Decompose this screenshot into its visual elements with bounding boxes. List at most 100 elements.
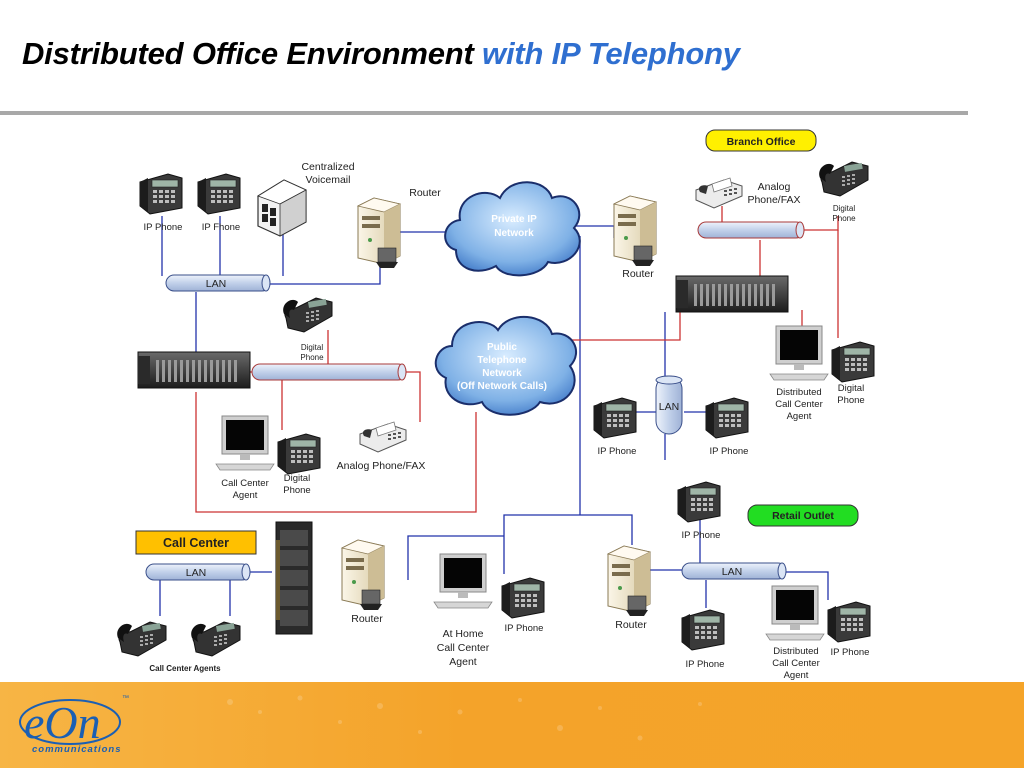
cloud-label-line: (Off Network Calls) [457, 381, 547, 392]
footer-band: eOn ™ communications [0, 682, 1024, 768]
digital-phone-label-line: Digital [833, 204, 855, 213]
cloud-label-line: Network [494, 228, 534, 239]
router-icon [341, 539, 385, 611]
computer-icon [769, 325, 829, 381]
ip-phone-icon [139, 173, 183, 215]
digital-phone-label-line: Phone [832, 214, 856, 223]
lan-label: LAN [659, 401, 679, 413]
call-center-label: Call Center [163, 536, 229, 550]
router-label: Router [351, 613, 383, 625]
phone-system-icon [675, 275, 789, 313]
agent-label-line: Agent [787, 411, 812, 422]
agent-label-line: Call Center [772, 658, 820, 669]
branch-office-badge: Branch Office [705, 129, 817, 152]
ip-phone-label: IP Phone [710, 446, 749, 457]
eon-logo: eOn ™ communications [19, 695, 129, 755]
digital-phone-icon [277, 433, 321, 475]
voicemail-label-line: Voicemail [306, 174, 351, 186]
private-ip-cloud: Private IP Network [444, 181, 581, 277]
computer-icon [215, 415, 275, 471]
footer-art: eOn ™ communications [19, 695, 702, 755]
cloud-label-line: Telephone [477, 355, 527, 366]
ip-phone-icon [705, 397, 749, 439]
lan-label: LAN [206, 278, 226, 290]
lan-label: LAN [722, 566, 742, 578]
lan-pipe-retail: LAN [681, 562, 787, 580]
red-links [195, 206, 839, 513]
home-agent-label-line: At Home [443, 628, 484, 640]
title-accent: with IP Telephony [482, 36, 740, 71]
ip-phone-label: IP Phone [144, 222, 183, 233]
digital-phone-icon [282, 297, 333, 333]
digital-phone-icon [831, 341, 875, 383]
ip-phone-icon [681, 609, 725, 651]
home-agent-label-line: Call Center [437, 642, 490, 654]
ip-phone-label: IP Phone [686, 659, 725, 670]
digital-phone-icon [818, 161, 869, 197]
ip-phone-icon [827, 601, 871, 643]
branch-office-label: Branch Office [727, 136, 796, 148]
ip-phone-icon [677, 481, 721, 523]
agent-label-line: Agent [233, 490, 258, 501]
router-icon [613, 195, 657, 267]
phone-system-icon [137, 351, 251, 389]
cloud-label-line: Network [482, 368, 522, 379]
lan-label: LAN [186, 567, 206, 579]
logo-brand: eOn [24, 697, 101, 748]
fax-icon [695, 177, 743, 209]
ip-phone-label: IP Fhone [202, 222, 240, 233]
logo-tagline: communications [32, 744, 122, 755]
home-agent-label-line: Agent [449, 656, 477, 668]
router-label: Router [615, 619, 647, 631]
lan-pipe-branch: LAN [655, 375, 683, 435]
fax-label-line: Analog [758, 181, 791, 193]
cloud-label-line: Private IP [491, 214, 537, 225]
digital-phone-icon [190, 621, 241, 657]
retail-outlet-label: Retail Outlet [772, 510, 834, 522]
trunk-pipe-branch [697, 221, 805, 239]
call-center-agents-label: Call Center Agents [149, 664, 221, 673]
world-map-watermark [227, 695, 702, 741]
digital-phone-icon [116, 621, 167, 657]
voicemail-server-icon [257, 179, 307, 237]
agent-label-line: Distributed [773, 646, 818, 657]
ip-phone-label: IP Phone [505, 623, 544, 634]
cloud-label-line: Public [487, 342, 517, 353]
agent-label-line: Agent [784, 670, 809, 681]
ip-phone-label: IP Phone [831, 647, 870, 658]
call-center-badge: Call Center [135, 530, 257, 555]
computer-icon [433, 553, 493, 609]
slide-title: Distributed Office Environment with IP T… [22, 36, 740, 72]
lan-pipe-hq: LAN [165, 274, 271, 292]
agent-label-line: Distributed [776, 387, 821, 398]
agent-label-line: Call Center [775, 399, 823, 410]
call-center-rack-icon [275, 521, 313, 635]
fax-label: Analog Phone/FAX [337, 460, 426, 472]
retail-outlet-badge: Retail Outlet [747, 504, 859, 527]
agent-label-line: Call Center [221, 478, 269, 489]
router-icon [357, 197, 401, 269]
router-icon [607, 545, 651, 617]
lan-pipe-call-center: LAN [145, 563, 251, 581]
ip-phone-label: IP Phone [682, 530, 721, 541]
router-label: Router [409, 187, 441, 199]
voicemail-label-line: Centralized [301, 161, 354, 173]
digital-phone-label-line: Phone [837, 395, 864, 406]
ip-phone-label: IP Phone [598, 446, 637, 457]
digital-phone-label-line: Digital [301, 343, 323, 352]
ip-phone-icon [593, 397, 637, 439]
ip-phone-icon [501, 577, 545, 619]
title-main: Distributed Office Environment [22, 36, 474, 71]
fax-label-line: Phone/FAX [747, 194, 800, 206]
digital-phone-label-line: Digital [838, 383, 864, 394]
router-label: Router [622, 268, 654, 280]
logo-tm: ™ [122, 695, 129, 702]
digital-phone-label-line: Phone [300, 353, 324, 362]
computer-icon [765, 585, 825, 641]
public-telephone-cloud: Public Telephone Network (Off Network Ca… [434, 315, 577, 416]
ip-phone-icon [197, 173, 241, 215]
digital-phone-label-line: Digital [284, 473, 310, 484]
trunk-pipe-hq [251, 363, 407, 381]
title-divider [0, 111, 968, 115]
